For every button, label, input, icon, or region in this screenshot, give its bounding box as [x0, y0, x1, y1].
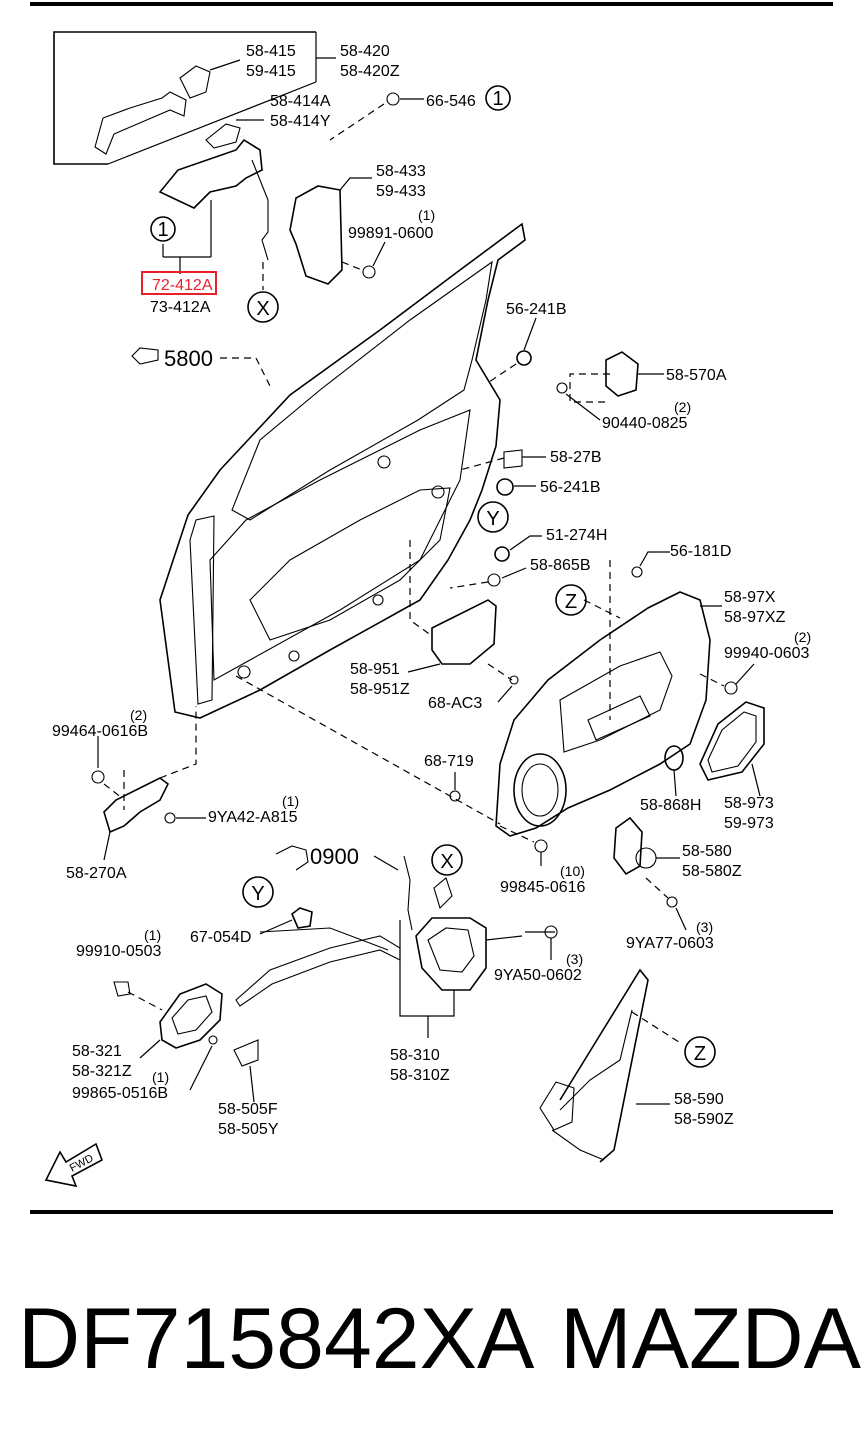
- label-58-321z: 58-321Z: [72, 1063, 132, 1080]
- label-58-414a: 58-414A: [270, 93, 331, 110]
- label-99891: 99891-0600: [348, 225, 434, 242]
- label-56-181d: 56-181D: [670, 543, 731, 560]
- label-56-241b-b: 56-241B: [540, 479, 601, 496]
- qty-99845: (10): [560, 863, 585, 879]
- callout-x-b: X: [440, 851, 453, 873]
- label-58-310: 58-310: [390, 1047, 440, 1064]
- outer-handle-inset: [53, 31, 336, 165]
- label-90440: 90440-0825: [602, 415, 688, 432]
- qty-99910: (1): [144, 927, 161, 943]
- qty-9ya50: (3): [566, 951, 583, 967]
- label-9ya42: 9YA42-A815: [208, 809, 298, 826]
- label-99464: 99464-0616B: [52, 723, 148, 740]
- label-58-973: 58-973: [724, 795, 774, 812]
- label-99910: 99910-0503: [76, 943, 162, 960]
- qty-9ya42: (1): [282, 793, 299, 809]
- label-56-241b-a: 56-241B: [506, 301, 567, 318]
- label-58-865b: 58-865B: [530, 557, 591, 574]
- callout-y-b: Y: [251, 883, 264, 905]
- brand-title: MAZDA: [560, 1291, 861, 1387]
- label-58-27b: 58-27B: [550, 449, 602, 466]
- label-58-420: 58-420: [340, 43, 390, 60]
- label-58-414y: 58-414Y: [270, 113, 331, 130]
- label-58-951z: 58-951Z: [350, 681, 410, 698]
- bracket-58-951: [407, 540, 519, 703]
- callout-circles: 1 1 X Y Z X Y Z: [150, 85, 716, 1068]
- label-59-433: 59-433: [376, 183, 426, 200]
- label-58-310z: 58-310Z: [390, 1067, 450, 1084]
- label-58-505f: 58-505F: [218, 1101, 278, 1118]
- label-58-321: 58-321: [72, 1043, 122, 1060]
- label-66-546: 66-546: [426, 93, 476, 110]
- label-58-590: 58-590: [674, 1091, 724, 1108]
- label-58-270a: 58-270A: [66, 865, 127, 882]
- label-58-97x: 58-97X: [724, 589, 776, 606]
- label-99865: 99865-0516B: [72, 1085, 168, 1102]
- seal-58-973: [699, 701, 765, 797]
- qty-99940: (2): [794, 629, 811, 645]
- callout-x-a: X: [256, 298, 269, 320]
- qty-9ya77: (3): [696, 919, 713, 935]
- label-58-420z: 58-420Z: [340, 63, 400, 80]
- label-59-415: 59-415: [246, 63, 296, 80]
- door-module-panel: [235, 551, 755, 837]
- handle-bracket: [158, 119, 269, 290]
- label-59-973: 59-973: [724, 815, 774, 832]
- label-58-505y: 58-505Y: [218, 1121, 279, 1138]
- window-regulator-58-590: [539, 968, 683, 1163]
- inner-handle-58-321: [113, 981, 259, 1103]
- label-99845: 99845-0616: [500, 879, 586, 896]
- door-shell: [131, 222, 526, 719]
- label-58-415: 58-415: [246, 43, 296, 60]
- bottom-rule: [30, 1210, 833, 1214]
- highlight-box: [141, 271, 217, 295]
- label-51-274h: 51-274H: [546, 527, 607, 544]
- part-labels: 58-415 59-415 58-420 58-420Z 58-414A 58-…: [52, 43, 811, 1138]
- callout-z-b: Z: [694, 1043, 706, 1065]
- label-9ya77: 9YA77-0603: [626, 935, 714, 952]
- label-67-054d: 67-054D: [190, 929, 251, 946]
- qty-90440: (2): [674, 399, 691, 415]
- top-rule: [30, 2, 833, 6]
- label-58-868h: 58-868H: [640, 797, 701, 814]
- label-58-570a: 58-570A: [666, 367, 727, 384]
- label-68-ac3: 68-AC3: [428, 695, 482, 712]
- callout-1-a: 1: [492, 88, 503, 110]
- label-72-412a: 72-412A: [152, 277, 213, 294]
- qty-99464: (2): [130, 707, 147, 723]
- label-58-590z: 58-590Z: [674, 1111, 734, 1128]
- label-58-951: 58-951: [350, 661, 400, 678]
- label-5800: 5800: [164, 346, 213, 371]
- motor-58-580: [613, 745, 687, 931]
- qty-99865: (1): [152, 1069, 169, 1085]
- label-58-97xz: 58-97XZ: [724, 609, 786, 626]
- callout-z-a: Z: [565, 591, 577, 613]
- label-68-719: 68-719: [424, 753, 474, 770]
- label-99940: 99940-0603: [724, 645, 810, 662]
- part-number-title: DF715842XA: [18, 1291, 535, 1387]
- callout-y-a: Y: [486, 508, 499, 530]
- fwd-arrow: FWD: [44, 1142, 103, 1188]
- callout-1-b: 1: [157, 219, 168, 241]
- label-58-580: 58-580: [682, 843, 732, 860]
- label-73-412a: 73-412A: [150, 299, 211, 316]
- qty-99891: (1): [418, 207, 435, 223]
- label-58-433: 58-433: [376, 163, 426, 180]
- label-58-580z: 58-580Z: [682, 863, 742, 880]
- label-9ya50: 9YA50-0602: [494, 967, 582, 984]
- clip-67-054d: [259, 907, 313, 935]
- bracket-58-433: [289, 177, 386, 285]
- lock-actuator-58-310: [235, 845, 558, 1038]
- door-side-parts: [449, 317, 664, 589]
- label-0900: 0900: [310, 844, 359, 869]
- bolt-66-546: [329, 92, 424, 141]
- check-link-58-270a: [91, 706, 548, 866]
